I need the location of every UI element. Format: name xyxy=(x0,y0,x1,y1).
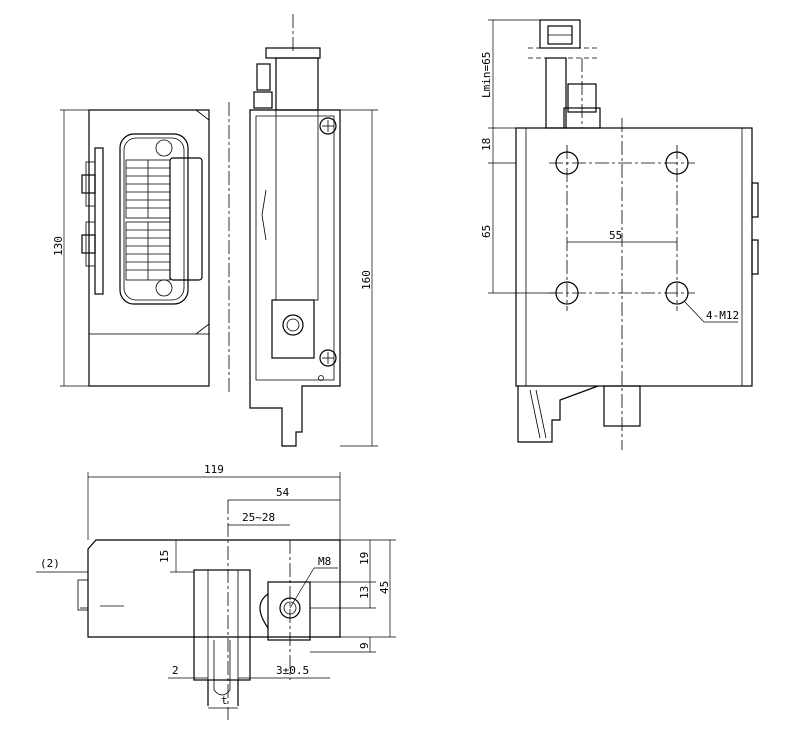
coil-frame-inner xyxy=(123,137,185,301)
slot-curve xyxy=(261,189,267,241)
dim-label-25-28: 25~28 xyxy=(242,511,275,524)
dim-label-2: 2 xyxy=(172,664,179,677)
bottom-block xyxy=(603,385,641,427)
dim-label-65: 65 xyxy=(480,225,493,238)
main-plate xyxy=(249,109,341,447)
bottom-bracket xyxy=(517,385,599,443)
dim-label-lmin: Lmin=65 xyxy=(480,52,493,98)
dim-label-13: 13 xyxy=(358,586,371,599)
pin-hole xyxy=(318,375,324,381)
rod-ends xyxy=(207,680,239,706)
dim-label-55: 55 xyxy=(609,229,622,242)
dim-label-19: 19 xyxy=(358,552,371,565)
coil-mount-top xyxy=(155,139,173,157)
front-view: 130 160 xyxy=(52,14,378,447)
m8-label: M8 xyxy=(318,555,331,568)
dim-label-18: 18 xyxy=(480,138,493,151)
dim-label-9: 9 xyxy=(358,642,371,649)
dim-label-paren-2: (2) xyxy=(40,557,60,570)
clamp-bolt-inner xyxy=(286,318,300,332)
clamp-block xyxy=(271,299,315,359)
bolt-body-1 xyxy=(85,161,96,207)
clamp-bolt-outer xyxy=(282,314,304,336)
coil-mount-bottom xyxy=(155,279,173,297)
dim-label-160: 160 xyxy=(360,270,373,290)
dim-label-130: 130 xyxy=(52,236,65,256)
dim-label-54: 54 xyxy=(276,486,290,499)
dim-label-15: 15 xyxy=(158,550,171,563)
side-nut xyxy=(253,91,273,109)
screw-top xyxy=(319,117,337,135)
nut-block xyxy=(267,581,311,641)
magnet-block xyxy=(169,157,203,281)
m8-leader xyxy=(289,567,315,609)
coil-lower xyxy=(125,221,171,281)
upper-column xyxy=(275,57,319,111)
nut-curve xyxy=(259,593,269,629)
dim-label-3: 3±0.5 xyxy=(276,664,309,677)
hole-leader xyxy=(683,300,705,323)
coil-upper xyxy=(125,159,171,219)
side-knob xyxy=(256,63,271,91)
bolt-body-2 xyxy=(85,221,96,267)
side-tab-1 xyxy=(751,182,759,218)
dim-label-t: t xyxy=(221,694,228,707)
rod-channel xyxy=(193,569,251,681)
side-housing xyxy=(515,127,753,387)
stem-rod xyxy=(545,57,567,129)
coil-frame xyxy=(119,133,189,305)
screw-bottom xyxy=(319,349,337,367)
slider-track xyxy=(275,109,319,301)
top-housing xyxy=(87,539,341,638)
side-view: Lmin=65 18 65 55 4-M12 xyxy=(480,19,759,450)
hole-callout: 4-M12 xyxy=(706,309,739,322)
dim-label-119: 119 xyxy=(204,463,224,476)
housing-outline xyxy=(88,109,210,387)
side-tab-2 xyxy=(751,239,759,275)
housing-edge-lower xyxy=(195,323,210,335)
left-bracket xyxy=(94,147,104,295)
dim-label-45: 45 xyxy=(378,581,391,594)
housing-edge xyxy=(195,109,210,121)
top-view: 119 54 25~28 (2) 15 M8 19 13 9 45 2 xyxy=(36,463,396,720)
plate-inner xyxy=(255,115,335,381)
